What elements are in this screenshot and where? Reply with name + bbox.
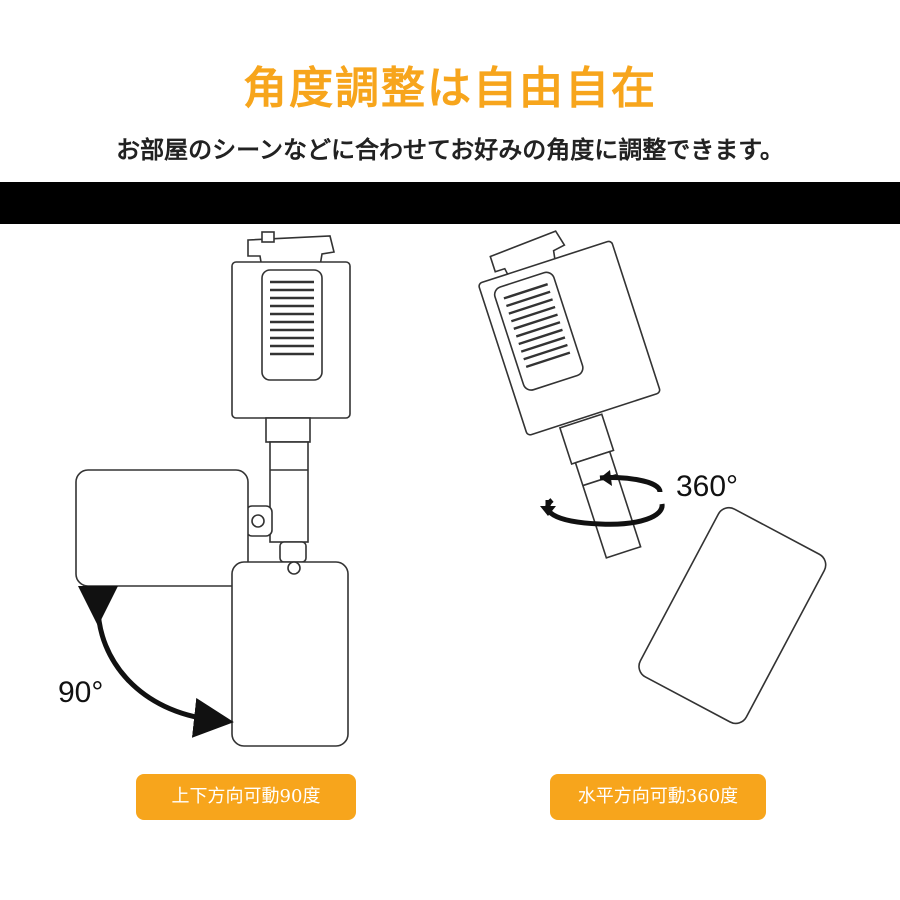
badge-horizontal-360: 水平方向可動360度 — [550, 774, 766, 820]
angle-label-360: 360° — [676, 470, 739, 503]
divider-bar — [0, 182, 900, 224]
badge-vertical-90: 上下方向可動90度 — [136, 774, 356, 820]
page-subtitle: お部屋のシーンなどに合わせてお好みの角度に調整できます。 — [116, 135, 784, 164]
right-fixture — [478, 230, 827, 725]
angle-label-90: 90° — [58, 676, 104, 709]
left-fixture — [75, 231, 351, 747]
page-title: 角度調整は自由自在 — [243, 63, 657, 114]
rotate-90-arrow — [77, 585, 234, 738]
